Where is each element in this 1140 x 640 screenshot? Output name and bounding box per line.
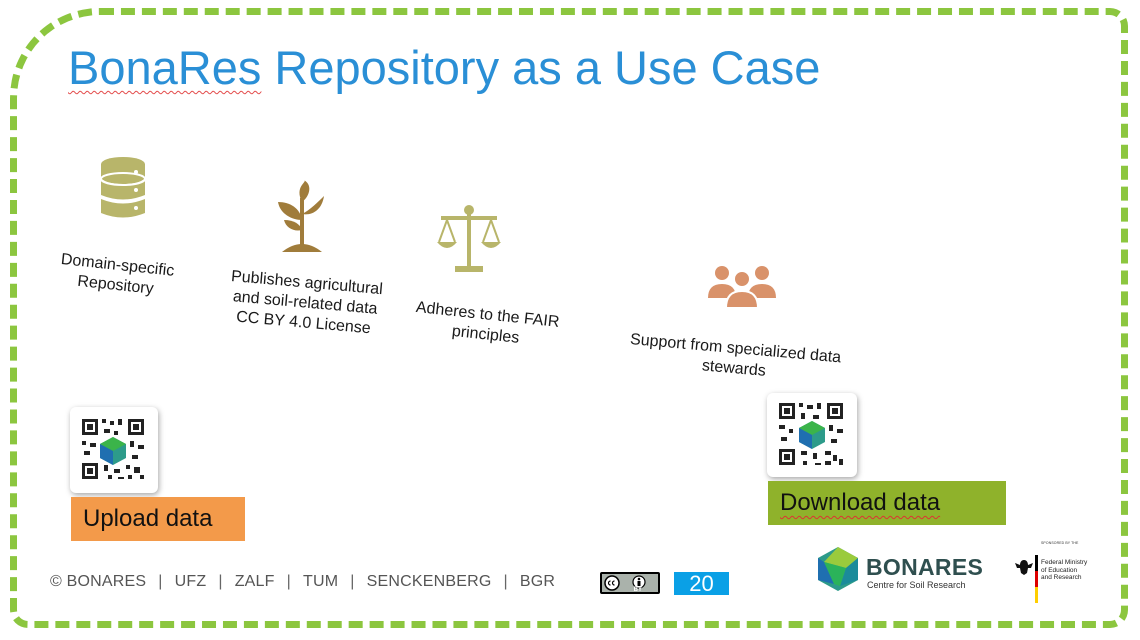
- download-data-label: Download data: [780, 489, 941, 516]
- title-brand: BonaRes: [68, 41, 262, 94]
- bmbf-sponsored-label: SPONSORED BY THE: [1041, 541, 1079, 545]
- feature-2-text: Publishes agricultural and soil-related …: [230, 267, 384, 338]
- footer-partners: © BONARES|UFZ|ZALF|TUM|SENCKENBERG|BGR: [50, 573, 556, 590]
- attribution-icon: [632, 575, 646, 589]
- scales-icon: [437, 205, 501, 272]
- german-flag-stripe-icon: [1035, 555, 1038, 603]
- title-rest: Repository as a Use Case: [261, 41, 821, 94]
- page-number: 20: [674, 572, 729, 595]
- upload-data-button[interactable]: Upload data: [71, 497, 245, 541]
- qr-code-icon: [779, 403, 843, 465]
- slide-title: BonaRes Repository as a Use Case: [68, 40, 820, 95]
- download-qr-code[interactable]: [767, 393, 857, 477]
- feature-3-text: Adheres to the FAIR principles: [415, 298, 561, 347]
- database-icon: [100, 157, 146, 218]
- download-data-button[interactable]: Download data: [768, 481, 1006, 525]
- cc-by-label: BY: [633, 587, 642, 593]
- creative-commons-icon: [604, 575, 620, 591]
- bonares-logo-subtitle: Centre for Soil Research: [867, 580, 966, 590]
- feature-4-text: Support from specialized data stewards: [629, 330, 842, 380]
- bmbf-logo-text: Federal Ministry of Education and Resear…: [1041, 559, 1088, 581]
- bonares-logo-icon: [818, 547, 858, 591]
- plant-icon: [278, 180, 324, 252]
- upload-qr-code[interactable]: [70, 407, 158, 493]
- qr-code-icon: [82, 419, 144, 479]
- feature-1-text: Domain-specific Repository: [60, 250, 176, 298]
- federal-eagle-icon: [1015, 560, 1033, 575]
- bonares-logo-name: BONARES: [866, 554, 984, 580]
- people-icon: [708, 266, 776, 308]
- upload-data-label: Upload data: [83, 505, 213, 532]
- cc-by-license-badge: BY: [600, 572, 660, 594]
